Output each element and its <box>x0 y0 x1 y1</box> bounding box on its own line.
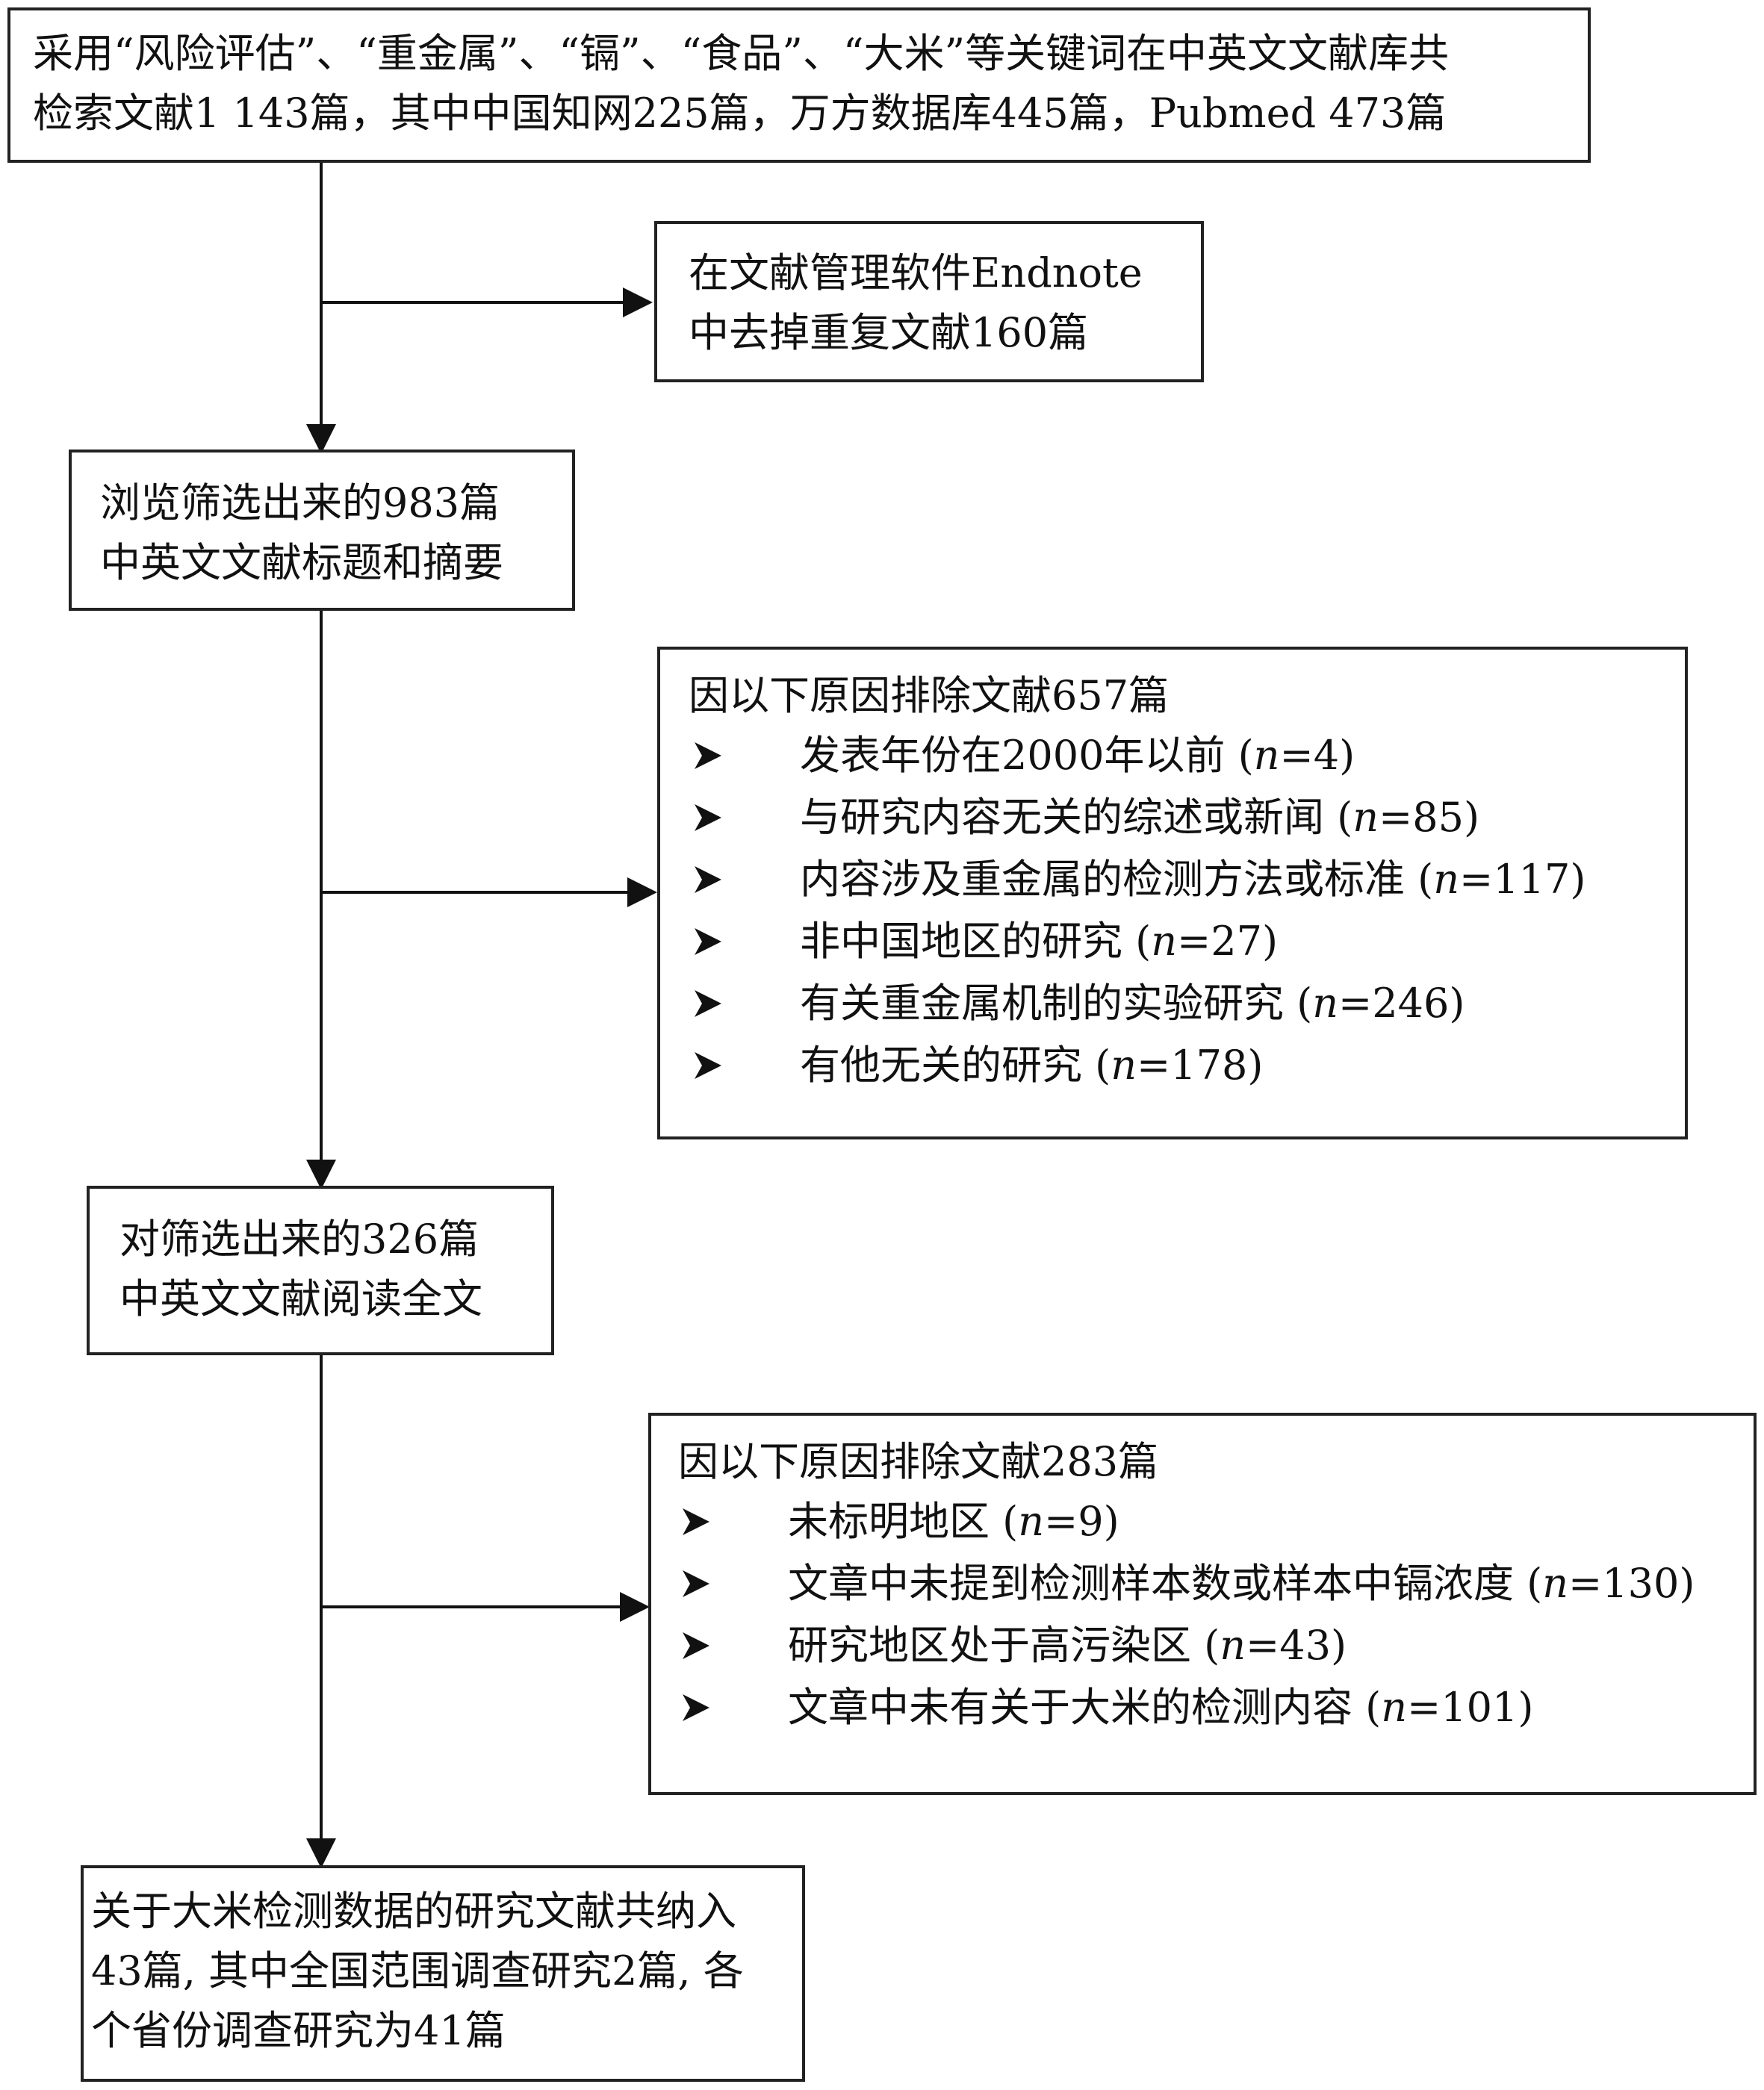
arrowhead-bullet-icon <box>683 1508 709 1535</box>
included-line-1: 关于大米检测数据的研究文献共纳入 <box>91 1888 736 1935</box>
n-symbol: n <box>1253 732 1280 779</box>
arrowhead-bullet-icon <box>695 928 721 955</box>
reason-text: 有他无关的研究 <box>800 1042 1082 1089</box>
exclusion-reason-label: 与研究内容无关的综述或新闻 (n=85) <box>800 794 1480 841</box>
exclusion-1-title: 因以下原因排除文献657篇 <box>689 672 1170 719</box>
reason-text: 文章中未有关于大米的检测内容 <box>788 1684 1352 1731</box>
screen-line-1: 浏览筛选出来的983篇 <box>100 479 500 526</box>
n-symbol: n <box>1542 1560 1569 1607</box>
fulltext-line-2: 中英文文献阅读全文 <box>119 1275 482 1322</box>
reason-text: 有关重金属机制的实验研究 <box>800 980 1284 1027</box>
arrowhead-bullet-icon <box>683 1694 709 1721</box>
n-symbol: n <box>1111 1042 1137 1089</box>
search-line-2: 检索文献1 143篇，其中中国知网225篇，万方数据库445篇，Pubmed 4… <box>33 90 1447 137</box>
reason-text: 发表年份在2000年以前 <box>800 732 1226 779</box>
arrowhead-bullet-icon <box>695 990 721 1017</box>
exclusion-reason-label: 有关重金属机制的实验研究 (n=246) <box>800 980 1465 1027</box>
arrowhead-bullet-icon <box>695 804 721 831</box>
n-symbol: n <box>1312 980 1339 1027</box>
search-line-1: 采用“风险评估”、“重金属”、“镉”、“食品”、“大米”等关键词在中英文文献库共 <box>33 30 1450 77</box>
fulltext-box: 对筛选出来的326篇 中英文文献阅读全文 <box>87 1186 554 1355</box>
arrowhead-bullet-icon <box>683 1632 709 1659</box>
n-symbol: n <box>1352 794 1379 841</box>
exclusion-2-title: 因以下原因排除文献283篇 <box>678 1438 1159 1485</box>
reason-text: 与研究内容无关的综述或新闻 <box>800 794 1324 841</box>
screen-line-2: 中英文文献标题和摘要 <box>100 539 503 586</box>
reason-count: 9 <box>1078 1498 1104 1545</box>
included-line-3: 个省份调查研究为41篇 <box>91 2007 506 2054</box>
exclusion-box-2: 因以下原因排除文献283篇 未标明地区 (n=9) 文章中未提到检测样本数或样本中… <box>648 1413 1757 1795</box>
reason-text: 研究地区处于高污染区 <box>788 1622 1191 1669</box>
n-symbol: n <box>1151 918 1178 965</box>
n-symbol: n <box>1220 1622 1246 1669</box>
included-box: 关于大米检测数据的研究文献共纳入 43篇, 其中全国范围调查研究2篇, 各 个省… <box>81 1865 805 2082</box>
exclusion-reason-label: 文章中未提到检测样本数或样本中镉浓度 (n=130) <box>788 1560 1695 1607</box>
screen-box: 浏览筛选出来的983篇 中英文文献标题和摘要 <box>69 450 575 611</box>
reason-count: 246 <box>1372 980 1450 1027</box>
reason-count: 101 <box>1441 1684 1518 1731</box>
exclusion-reason-label: 研究地区处于高污染区 (n=43) <box>788 1622 1347 1669</box>
n-symbol: n <box>1433 856 1460 903</box>
dedupe-box: 在文献管理软件Endnote 中去掉重复文献160篇 <box>654 221 1204 382</box>
reason-text: 未标明地区 <box>788 1498 990 1545</box>
reason-count: 117 <box>1493 856 1571 903</box>
arrowhead-bullet-icon <box>683 1570 709 1597</box>
reason-count: 4 <box>1313 732 1340 779</box>
reason-text: 文章中未提到检测样本数或样本中镉浓度 <box>788 1560 1514 1607</box>
exclusion-reason-label: 未标明地区 (n=9) <box>788 1498 1119 1545</box>
arrowhead-bullet-icon <box>695 742 721 769</box>
exclusion-box-1: 因以下原因排除文献657篇 发表年份在2000年以前 (n=4) 与研究内容无关的… <box>657 647 1688 1139</box>
reason-count: 85 <box>1412 794 1464 841</box>
exclusion-reason-label: 文章中未有关于大米的检测内容 (n=101) <box>788 1684 1534 1731</box>
reason-text: 内容涉及重金属的检测方法或标准 <box>800 856 1405 903</box>
included-line-2: 43篇, 其中全国范围调查研究2篇, 各 <box>91 1947 744 1994</box>
reason-count: 27 <box>1211 918 1262 965</box>
arrowhead-bullet-icon <box>695 866 721 893</box>
reason-text: 非中国地区的研究 <box>800 918 1122 965</box>
n-symbol: n <box>1018 1498 1045 1545</box>
dedupe-line-1: 在文献管理软件Endnote <box>689 249 1143 296</box>
exclusion-reason-label: 发表年份在2000年以前 (n=4) <box>800 732 1355 779</box>
reason-count: 178 <box>1170 1042 1248 1089</box>
fulltext-line-1: 对筛选出来的326篇 <box>119 1216 479 1263</box>
n-symbol: n <box>1381 1684 1408 1731</box>
arrowhead-bullet-icon <box>695 1052 721 1079</box>
reason-count: 43 <box>1279 1622 1331 1669</box>
reason-count: 130 <box>1602 1560 1680 1607</box>
exclusion-reason-label: 非中国地区的研究 (n=27) <box>800 918 1279 965</box>
search-box: 采用“风险评估”、“重金属”、“镉”、“食品”、“大米”等关键词在中英文文献库共… <box>7 7 1591 163</box>
exclusion-reason-label: 有他无关的研究 (n=178) <box>800 1042 1264 1089</box>
dedupe-line-2: 中去掉重复文献160篇 <box>689 309 1089 356</box>
exclusion-reason-label: 内容涉及重金属的检测方法或标准 (n=117) <box>800 856 1586 903</box>
